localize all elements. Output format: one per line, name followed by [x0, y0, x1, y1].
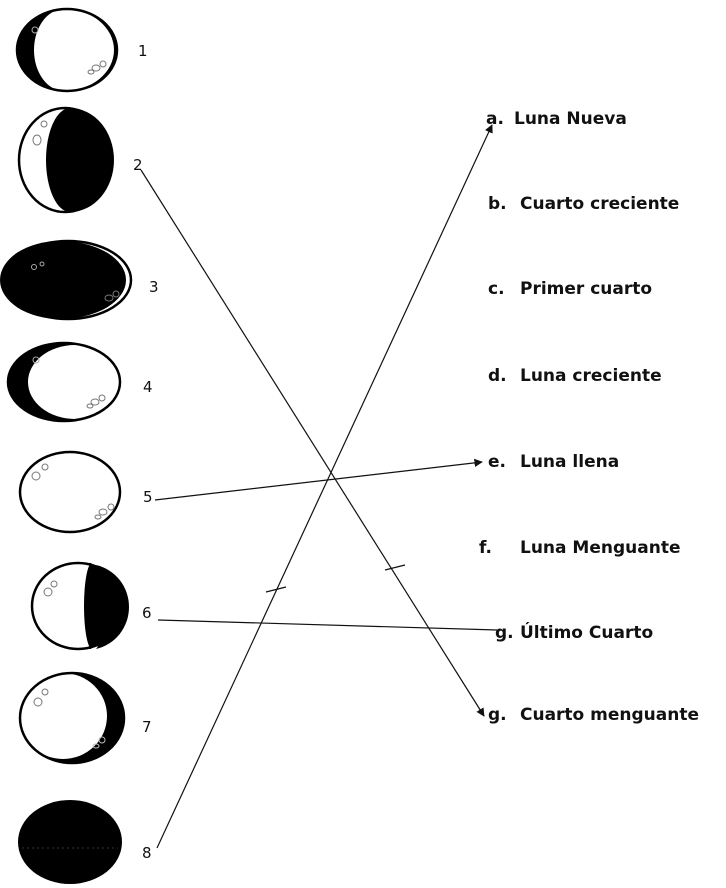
option-g-ultimo: g. Último Cuarto [495, 621, 653, 643]
option-d-text: Luna creciente [520, 366, 662, 386]
option-e-letter: e. [488, 452, 506, 472]
connector-8-to-a [157, 125, 492, 848]
option-f-letter: f. [479, 538, 492, 558]
option-f: f. Luna Menguante [479, 538, 680, 558]
moon-phase-7-icon [19, 673, 124, 763]
option-a: a. Luna Nueva [486, 109, 627, 129]
moon-phase-3-icon [0, 241, 131, 319]
phase-number-5: 5 [143, 488, 153, 506]
option-b: b. Cuarto creciente [488, 194, 679, 214]
option-g2-text: Cuarto menguante [520, 705, 699, 725]
option-b-letter: b. [488, 194, 507, 214]
option-a-letter: a. [486, 109, 504, 129]
phase-number-1: 1 [138, 42, 148, 60]
moon-phase-8-icon [18, 800, 122, 884]
option-g1-letter: g. [495, 623, 514, 643]
phase-number-4: 4 [143, 378, 153, 396]
option-g1-text: Último Cuarto [520, 621, 653, 643]
tick-mark [385, 565, 405, 570]
phase-number-7: 7 [142, 718, 152, 736]
option-c-letter: c. [488, 279, 505, 299]
moon-phase-6-icon [32, 563, 129, 649]
phase-number-8: 8 [142, 844, 152, 862]
phase-number-6: 6 [142, 604, 152, 622]
moon-phase-5-icon [20, 452, 120, 532]
option-c: c. Primer cuarto [488, 279, 652, 299]
moon-phase-1-icon [17, 9, 117, 91]
connector-5-to-e [155, 462, 482, 500]
option-g-menguante: g. Cuarto menguante [488, 705, 699, 725]
option-g2-letter: g. [488, 705, 507, 725]
connector-6-to-g-ultimo [158, 620, 497, 630]
option-a-text: Luna Nueva [514, 109, 627, 129]
option-b-text: Cuarto creciente [520, 194, 679, 214]
phase-number-3: 3 [149, 278, 159, 296]
option-e: e. Luna llena [488, 452, 619, 472]
option-c-text: Primer cuarto [520, 279, 652, 299]
moon-phase-2-icon [19, 108, 114, 212]
moon-phase-4-icon [8, 343, 122, 421]
option-e-text: Luna llena [520, 452, 619, 472]
option-d-letter: d. [488, 366, 507, 386]
option-d: d. Luna creciente [488, 366, 662, 386]
option-f-text: Luna Menguante [520, 538, 680, 558]
